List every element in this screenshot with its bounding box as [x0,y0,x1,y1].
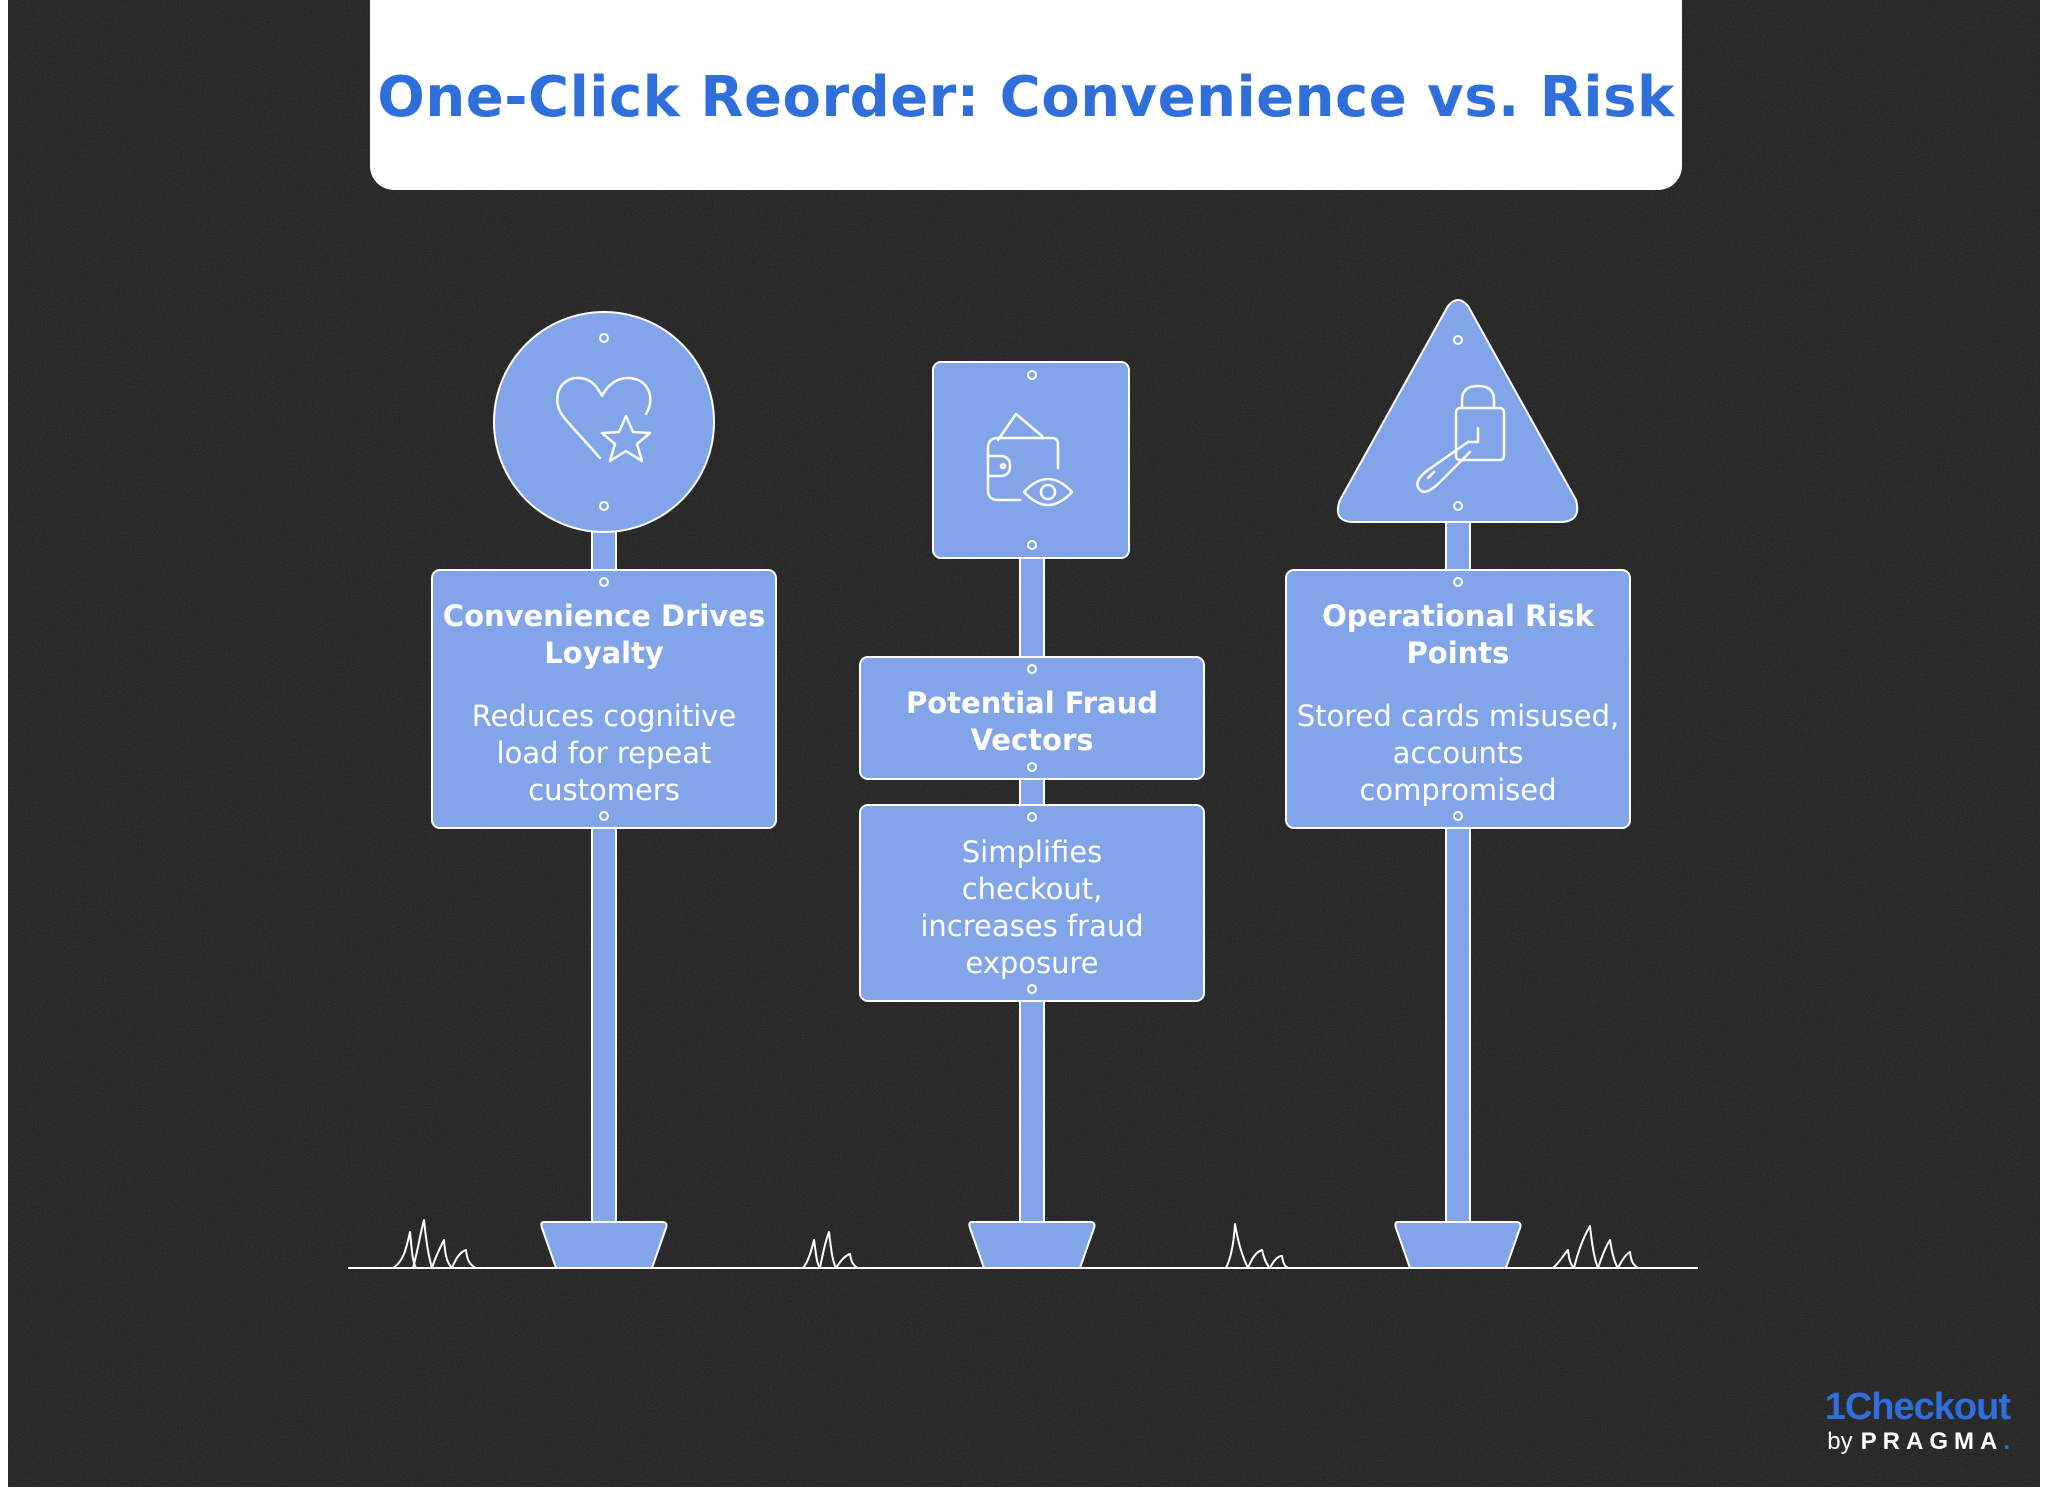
grass-tufts [392,1219,1639,1269]
sign-square [932,361,1130,559]
signpost-operational-risk [1285,299,1631,1269]
page-title: One-Click Reorder: Convenience vs. Risk [377,64,1675,130]
heart-star-icon [555,376,652,463]
sign-convenience-text: Convenience Drives Loyalty Reduces cogni… [440,598,768,809]
signposts-illustration [348,299,1698,1269]
logo-name: 1Checkout [1824,1386,2011,1428]
sign-bolts [599,333,609,821]
sign-board-title [859,656,1205,780]
sign-bolts [1027,370,1037,994]
sign-title: Convenience Drives Loyalty [442,599,766,670]
wallet-eye-icon [986,412,1074,507]
sign-board [431,569,777,829]
sign-title: Operational Risk Points [1322,599,1594,670]
logo-dot: . [2003,1428,2010,1455]
sign-fraud-title-text: Potential Fraud Vectors [880,685,1184,759]
logo-company: PRAGMA [1860,1428,2004,1455]
title-banner: One-Click Reorder: Convenience vs. Risk [370,0,1682,190]
sign-description: Reduces cognitive load for repeat custom… [471,699,737,807]
sign-board [1285,569,1631,829]
sign-fraud-desc-text: Simplifies checkout, increases fraud exp… [890,834,1174,982]
sign-description: Simplifies checkout, increases fraud exp… [920,835,1144,980]
post-base [540,1221,668,1269]
sign-board-desc [859,804,1205,1002]
logo-byline: by PRAGMA. [1825,1427,2010,1457]
post-base [1394,1221,1522,1269]
sign-triangle [1336,299,1579,523]
logo-by: by [1827,1428,1853,1455]
brand-logo: 1Checkout by PRAGMA. [1824,1386,2011,1457]
signpost-convenience [431,311,777,1269]
sign-title: Potential Fraud Vectors [906,686,1158,757]
sign-bolts [1453,335,1463,821]
sign-circle [493,311,715,533]
post-base [968,1221,1096,1269]
signpost-fraud [859,361,1205,1269]
sign-description: Stored cards misused, accounts compromis… [1296,699,1620,807]
sign-operational-risk-text: Operational Risk Points Stored cards mis… [1294,598,1622,809]
unlocked-padlock-key-icon [1416,384,1506,493]
diagram-canvas: One-Click Reorder: Convenience vs. Risk [8,0,2040,1487]
